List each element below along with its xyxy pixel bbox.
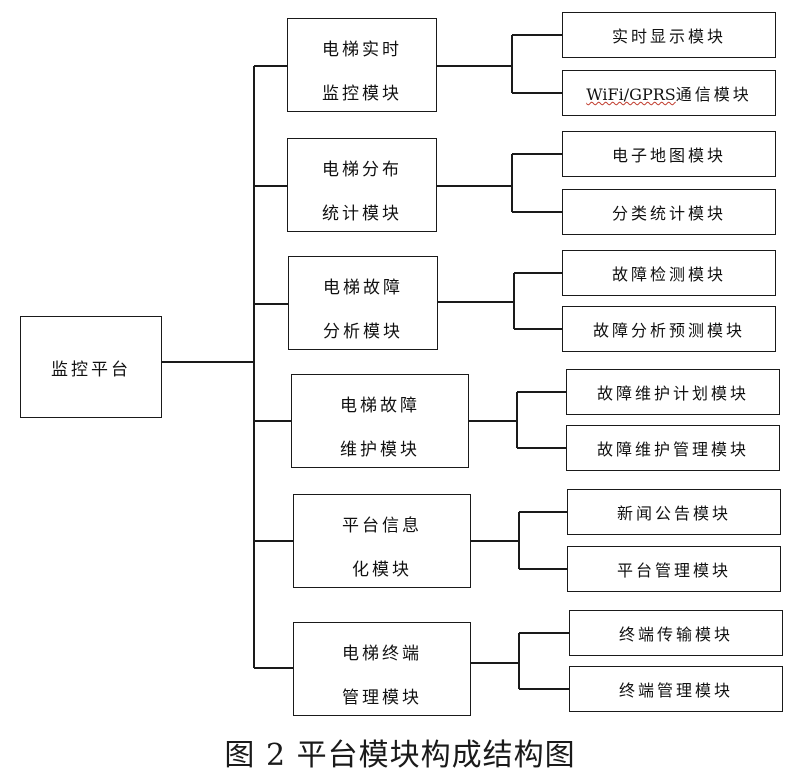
leaf-label: 实时显示模块: [611, 27, 726, 46]
module-node-terminal-management: 电梯终端 管理模块: [293, 622, 471, 716]
leaf-node-terminal-transmission: 终端传输模块: [569, 610, 783, 656]
leaf-node-platform-management: 平台管理模块: [567, 546, 781, 592]
leaf-node-fault-analysis-prediction: 故障分析预测模块: [562, 306, 776, 352]
leaf-node-maintenance-plan: 故障维护计划模块: [566, 369, 780, 415]
module-node-distribution-statistics: 电梯分布 统计模块: [287, 138, 437, 232]
leaf-label: 新闻公告模块: [616, 504, 731, 523]
leaf-node-terminal-management: 终端管理模块: [569, 666, 783, 712]
leaf-label: 故障维护管理模块: [596, 440, 749, 459]
leaf-label-wifi-gprs: WiFi/GPRS通信模块: [586, 81, 751, 105]
root-node-monitoring-platform: 监控平台: [20, 316, 162, 418]
leaf-label: 平台管理模块: [616, 561, 731, 580]
module-label-line1: 电梯故障: [340, 396, 420, 416]
module-node-realtime-monitoring: 电梯实时 监控模块: [287, 18, 437, 112]
leaf-label-rest: 通信模块: [675, 85, 752, 104]
leaf-label-latin-part: WiFi/GPRS: [586, 85, 676, 104]
module-label-line2: 统计模块: [322, 204, 402, 224]
leaf-label: 电子地图模块: [611, 146, 726, 165]
leaf-node-maintenance-management: 故障维护管理模块: [566, 425, 780, 471]
module-label-line2: 监控模块: [322, 84, 402, 104]
module-label-line1: 电梯终端: [342, 644, 422, 664]
root-node-label: 监控平台: [51, 359, 131, 380]
figure-caption: 图 2 平台模块构成结构图: [224, 738, 576, 773]
module-label-line2: 化模块: [352, 560, 412, 580]
module-label-line1: 电梯故障: [323, 278, 403, 298]
leaf-label: 故障维护计划模块: [596, 384, 749, 403]
leaf-node-wifi-gprs-communication: WiFi/GPRS通信模块: [562, 70, 776, 116]
leaf-node-fault-detection: 故障检测模块: [562, 250, 776, 296]
leaf-label: 终端传输模块: [618, 625, 733, 644]
module-node-platform-informatization: 平台信息 化模块: [293, 494, 471, 588]
leaf-node-classification-statistics: 分类统计模块: [562, 189, 776, 235]
leaf-node-electronic-map: 电子地图模块: [562, 131, 776, 177]
module-node-fault-analysis: 电梯故障 分析模块: [288, 256, 438, 350]
leaf-node-realtime-display: 实时显示模块: [562, 12, 776, 58]
module-label-line2: 分析模块: [323, 322, 403, 342]
module-node-fault-maintenance: 电梯故障 维护模块: [291, 374, 469, 468]
module-label-line1: 电梯分布: [322, 160, 402, 180]
leaf-label: 故障检测模块: [611, 265, 726, 284]
leaf-label: 故障分析预测模块: [592, 321, 745, 340]
module-label-line2: 管理模块: [342, 688, 422, 708]
module-label-line2: 维护模块: [340, 440, 420, 460]
module-label-line1: 电梯实时: [322, 40, 402, 60]
leaf-label: 终端管理模块: [618, 681, 733, 700]
leaf-node-news-announcement: 新闻公告模块: [567, 489, 781, 535]
module-label-line1: 平台信息: [342, 516, 422, 536]
leaf-label: 分类统计模块: [611, 204, 726, 223]
